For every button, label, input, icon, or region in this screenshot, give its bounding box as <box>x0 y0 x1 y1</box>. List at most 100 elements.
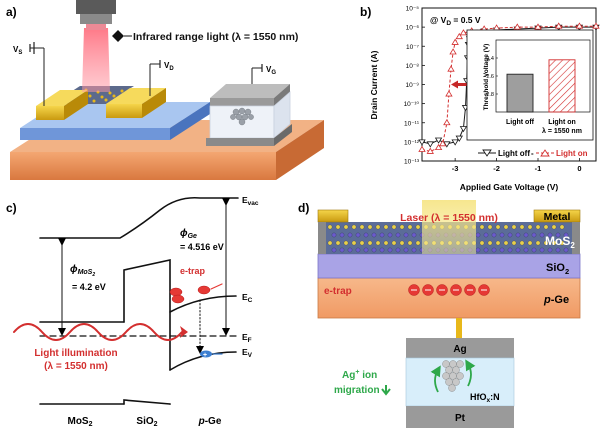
lattice-atom <box>503 240 509 246</box>
lattice-atom <box>403 232 409 238</box>
layer-label-mos2: MoS2 <box>67 416 92 428</box>
vacuum-level <box>39 196 239 239</box>
lattice-atom <box>531 232 537 238</box>
plot-axes: 10⁻¹³10⁻¹²10⁻¹¹10⁻¹⁰10⁻⁹10⁻⁸10⁻⁷10⁻⁶10⁻⁵… <box>404 6 582 174</box>
data-point-light-on <box>455 32 463 40</box>
svg-text:+: + <box>203 352 207 359</box>
lattice-atom <box>415 240 421 246</box>
lattice-atom <box>391 224 397 230</box>
panel-a-letter: a) <box>6 5 17 19</box>
lattice-atom <box>339 247 345 253</box>
svg-text:VS: VS <box>13 45 22 56</box>
lattice-atom <box>527 224 533 230</box>
source-electrode-top <box>36 90 88 106</box>
laser-label: Laser (λ = 1550 nm) <box>400 212 498 224</box>
y-tick-label: 10⁻¹¹ <box>404 120 420 127</box>
inset-bar-light-off <box>506 73 534 113</box>
lattice-atom <box>559 224 565 230</box>
lattice-atom <box>495 240 501 246</box>
threshold-inset: -2.8-2.6-2.4 Threshold Voltage (V) Light… <box>466 29 594 141</box>
lattice-atom <box>411 247 417 253</box>
lattice-atom <box>519 240 525 246</box>
lattice-atom <box>335 224 341 230</box>
data-point-light-on <box>555 22 563 29</box>
lattice-atom <box>395 247 401 253</box>
lattice-atom <box>351 224 357 230</box>
source-electrode-front <box>36 106 64 120</box>
lattice-atom <box>523 247 529 253</box>
svg-text:VD: VD <box>164 61 174 72</box>
drain-electrode-front <box>106 104 142 118</box>
lattice-atom <box>495 224 501 230</box>
y-tick-label: 10⁻¹⁰ <box>404 101 420 108</box>
ag-electrode <box>406 338 514 358</box>
bias-condition: @ VD = 0.5 V <box>430 15 481 27</box>
lattice-atom <box>499 232 505 238</box>
migration-down-arrow <box>381 385 391 396</box>
metal-label: Metal <box>544 211 571 223</box>
lattice-atom <box>379 232 385 238</box>
sio2-barrier-top <box>123 259 171 371</box>
lattice-atom <box>415 224 421 230</box>
lattice-atom <box>483 247 489 253</box>
sio2-layer <box>317 253 581 279</box>
ag-ion-label: Ag+ ion <box>342 369 377 381</box>
data-point-light-on <box>451 38 459 45</box>
trapped-electrons <box>169 285 211 304</box>
lattice-atom <box>375 224 381 230</box>
lattice-atom <box>383 240 389 246</box>
lattice-atom <box>383 224 389 230</box>
data-point-light-on <box>439 140 447 147</box>
lattice-atom <box>335 240 341 246</box>
data-point-light-off <box>418 139 426 146</box>
lattice-atom <box>551 240 557 246</box>
inset-y-label: Threshold Voltage (V) <box>483 44 490 111</box>
lattice-atom <box>347 232 353 238</box>
lattice-atom <box>331 232 337 238</box>
data-point-light-on <box>575 22 584 29</box>
svg-text:-: - <box>531 149 534 158</box>
lattice-atom <box>491 232 497 238</box>
lattice-atom <box>347 247 353 253</box>
lattice-atom <box>543 240 549 246</box>
migration-label: migration <box>334 385 380 396</box>
lattice-atom <box>339 232 345 238</box>
lattice-atom <box>475 247 481 253</box>
pge-layer <box>317 277 581 319</box>
lattice-atom <box>547 232 553 238</box>
lattice-atom <box>479 224 485 230</box>
lattice-atom <box>355 247 361 253</box>
lattice-atom <box>407 224 413 230</box>
shift-arrow-head <box>451 80 458 89</box>
lattice-atom <box>523 232 529 238</box>
data-point-light-on <box>534 23 542 30</box>
y-tick-label: 10⁻⁹ <box>406 82 420 89</box>
lattice-atom <box>559 240 565 246</box>
inset-bar-light-on <box>548 59 576 113</box>
metal-right <box>533 209 581 223</box>
x-tick-label: -2 <box>493 164 500 173</box>
x-tick-label: -3 <box>452 164 459 173</box>
inset-bars: -2.8-2.6-2.4 <box>485 39 591 113</box>
lattice-atom <box>391 240 397 246</box>
e-trap-label: e-trap <box>180 266 206 276</box>
illumination-label: Light illumination <box>34 348 117 359</box>
lattice-atom <box>359 240 365 246</box>
panel-c-letter: c) <box>6 201 17 215</box>
sio2-barrier-bottom <box>123 399 171 405</box>
data-point-light-on <box>418 145 426 152</box>
inset-label-on: Light on <box>548 119 576 126</box>
lattice-atom <box>491 247 497 253</box>
panel-d: d) Laser (λ = 1550 nm) Metal MoS2 SiO2 e… <box>298 200 581 428</box>
ev-label: EV <box>242 347 253 359</box>
svg-text:VG: VG <box>266 65 276 76</box>
lattice-atom <box>511 240 517 246</box>
lattice-atom <box>483 232 489 238</box>
lattice-atom <box>407 240 413 246</box>
lattice-atom <box>379 247 385 253</box>
lattice-atom <box>511 224 517 230</box>
lattice-atom <box>363 232 369 238</box>
data-point-light-on <box>513 23 521 30</box>
lattice-atom <box>403 247 409 253</box>
